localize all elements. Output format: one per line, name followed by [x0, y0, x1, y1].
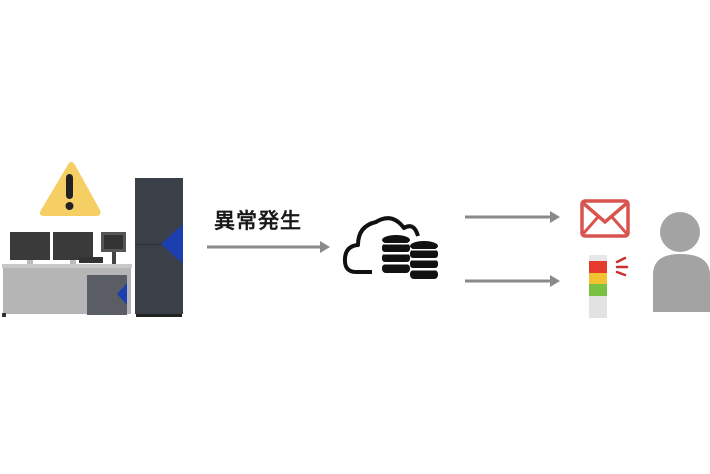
person-icon — [653, 212, 710, 312]
touch-panel — [101, 232, 126, 264]
event-label: 異常発生 — [214, 209, 302, 233]
equipment — [2, 178, 183, 317]
desk — [2, 264, 132, 317]
mail-icon — [580, 199, 630, 238]
monitor — [10, 232, 50, 265]
keyboard — [79, 257, 103, 263]
cloud-database-icon — [342, 216, 438, 279]
tower-cabinet — [135, 178, 183, 317]
arrow-to-signal-tower — [465, 275, 560, 287]
arrow-to-mail — [465, 211, 560, 223]
monitor — [53, 232, 93, 265]
warning-icon — [40, 161, 101, 216]
signal-tower-icon — [589, 255, 629, 318]
arrow-to-cloud — [207, 241, 330, 253]
